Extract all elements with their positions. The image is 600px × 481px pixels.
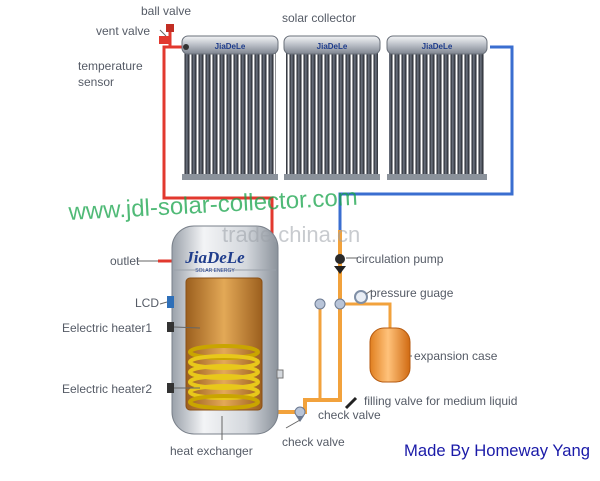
pressure-gauge-icon bbox=[354, 290, 368, 304]
vent-valve-icon bbox=[159, 36, 169, 44]
label-vent-valve: vent valve bbox=[96, 24, 150, 38]
label-filling-valve: filling valve for medium liquid bbox=[364, 394, 517, 408]
heat-exchanger-coil bbox=[188, 344, 260, 410]
label-solar-collector: solar collector bbox=[282, 11, 356, 25]
solar-collector-2 bbox=[283, 35, 381, 180]
temperature-sensor-icon bbox=[183, 44, 189, 50]
solar-collector-3 bbox=[386, 35, 488, 180]
label-check-valve-right: check valve bbox=[318, 408, 381, 422]
valve-icon bbox=[314, 298, 326, 310]
cold-pipe bbox=[338, 45, 514, 230]
tank-tagline: SOLAR ENERGY bbox=[195, 268, 235, 274]
label-outlet: outlet bbox=[110, 254, 140, 268]
return-pipe bbox=[263, 230, 342, 414]
valve-icon bbox=[334, 298, 346, 310]
heater1-connector bbox=[167, 322, 174, 332]
label-pressure-gauge: pressure guage bbox=[370, 286, 454, 300]
site-watermark: trade.china.cn bbox=[222, 222, 360, 247]
filling-valve-icon bbox=[344, 396, 358, 410]
collector-logo: JiaDeLe bbox=[422, 42, 453, 51]
collector-logo: JiaDeLe bbox=[215, 42, 246, 51]
label-temperature: temperature bbox=[78, 59, 143, 73]
heater2-connector bbox=[167, 383, 174, 393]
leader-lines bbox=[138, 29, 412, 440]
solar-collector-1 bbox=[181, 35, 279, 180]
tank-logo: JiaDeLe bbox=[184, 248, 245, 267]
expansion-case bbox=[369, 327, 411, 383]
label-heater1: Eelectric heater1 bbox=[62, 321, 152, 335]
collector-logo: JiaDeLe bbox=[317, 42, 348, 51]
label-circulation-pump: circulation pump bbox=[356, 252, 444, 266]
expansion-pipe bbox=[340, 302, 392, 330]
ball-valve-icon bbox=[166, 24, 174, 32]
label-heat-exchanger: heat exchanger bbox=[170, 444, 253, 458]
tank-right-fitting bbox=[276, 369, 284, 379]
label-check-valve-bottom: check valve bbox=[282, 435, 345, 449]
label-lcd: LCD bbox=[135, 296, 159, 310]
label-sensor: sensor bbox=[78, 75, 114, 89]
lcd-display bbox=[167, 296, 174, 308]
label-ball-valve: ball valve bbox=[141, 4, 191, 18]
label-expansion-case: expansion case bbox=[414, 349, 498, 363]
url-watermark: www.jdl-solar-collector.com bbox=[67, 184, 358, 226]
circulation-pump-icon bbox=[334, 254, 346, 274]
credit-text: Made By Homeway Yang bbox=[404, 441, 590, 460]
label-heater2: Eelectric heater2 bbox=[62, 382, 152, 396]
check-valve-icon bbox=[294, 406, 306, 422]
